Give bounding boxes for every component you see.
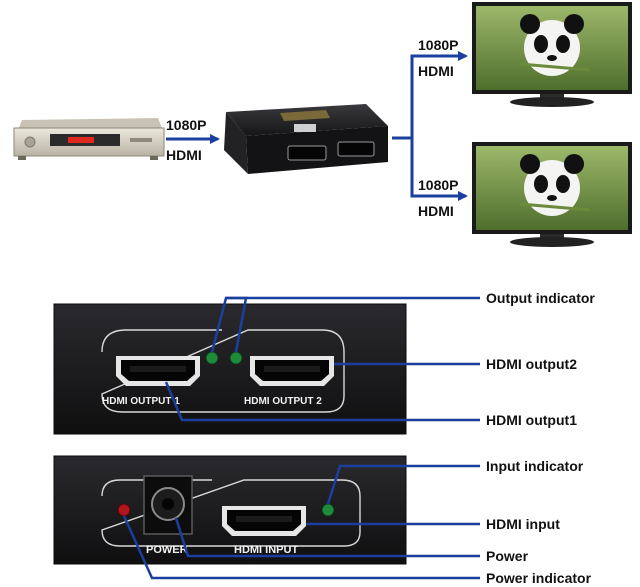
callout-power: Power bbox=[486, 548, 529, 564]
input-res-label: 1080P bbox=[166, 117, 206, 133]
front-panel: HDMI OUTPUT 1 HDMI OUTPUT 2 bbox=[53, 303, 407, 435]
output-led-2 bbox=[229, 351, 243, 365]
output1-res-label: 1080P bbox=[418, 37, 458, 53]
back-panel: POWER HDMI INPUT bbox=[53, 455, 407, 565]
callout-hdmi-output1: HDMI output1 bbox=[486, 412, 577, 428]
power-led bbox=[117, 503, 131, 517]
front-port1-label: HDMI OUTPUT 1 bbox=[102, 396, 180, 407]
monitor-1 bbox=[472, 2, 632, 107]
output2-type-label: HDMI bbox=[418, 203, 454, 219]
front-port2-label: HDMI OUTPUT 2 bbox=[244, 396, 322, 407]
output1-type-label: HDMI bbox=[418, 63, 454, 79]
hdmi-input-port bbox=[222, 506, 306, 536]
output1-arrow bbox=[392, 51, 468, 140]
input-type-label: HDMI bbox=[166, 147, 202, 163]
splitter-logo bbox=[294, 124, 316, 132]
hdmi-output1-line bbox=[164, 381, 480, 422]
input-led bbox=[321, 503, 335, 517]
panda-icon bbox=[519, 154, 591, 216]
bluray-player bbox=[13, 118, 165, 160]
hdmi-output2-port bbox=[250, 356, 334, 386]
player-display bbox=[68, 137, 94, 143]
splitter-box bbox=[224, 104, 388, 174]
power-indicator-line bbox=[122, 515, 480, 580]
hdmi-output1-port bbox=[116, 356, 200, 386]
splitter-port-1-icon bbox=[287, 145, 327, 161]
back-input-label: HDMI INPUT bbox=[234, 544, 298, 556]
player-power-knob bbox=[24, 136, 36, 148]
output2-res-label: 1080P bbox=[418, 177, 458, 193]
input-indicator-line bbox=[326, 464, 480, 505]
callout-hdmi-output2: HDMI output2 bbox=[486, 356, 577, 372]
monitor-2 bbox=[472, 142, 632, 247]
callout-power-indicator: Power indicator bbox=[486, 570, 592, 586]
back-power-label: POWER bbox=[146, 544, 188, 556]
splitter-top-label-plate bbox=[280, 110, 330, 121]
callout-output-indicator: Output indicator bbox=[486, 290, 595, 306]
output2-arrow bbox=[410, 138, 468, 201]
power-jack bbox=[143, 475, 193, 535]
power-line bbox=[174, 517, 480, 558]
panda-icon bbox=[519, 14, 591, 76]
callout-hdmi-input: HDMI input bbox=[486, 516, 560, 532]
callout-input-indicator: Input indicator bbox=[486, 458, 584, 474]
splitter-port-2-icon bbox=[337, 141, 375, 157]
output-led-1 bbox=[205, 351, 219, 365]
